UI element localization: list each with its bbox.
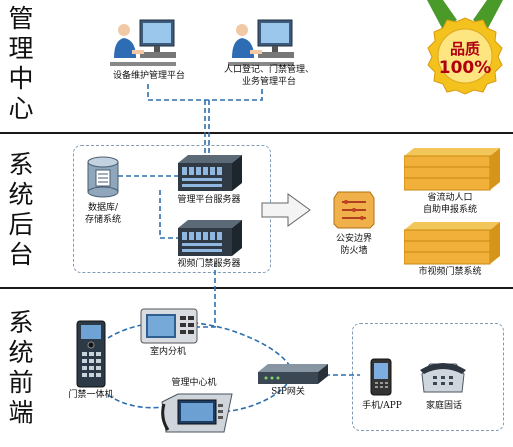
center-unit-label: 管理中心机: [171, 378, 217, 388]
sip-gateway-icon: [258, 364, 328, 390]
video-server-label: 视频门禁服务器: [177, 259, 241, 269]
management-server-label: 管理平台服务器: [177, 195, 241, 205]
divider-bottom: [0, 287, 513, 289]
population-platform-label-line1: 人口登记、门禁管理、: [223, 65, 314, 75]
province-system-server-icon: [403, 148, 500, 196]
firewall-label-line2: 防火墙: [340, 246, 368, 256]
badge-line2: 100%: [438, 58, 492, 78]
indoor-unit-icon: [140, 308, 198, 348]
band-label-system-frontend: 系 统 前 端: [8, 308, 34, 427]
video-server-icon: [178, 220, 242, 262]
badge-line1: 品质: [449, 40, 480, 58]
external-terminals-box: [352, 323, 504, 431]
mobile-app-label: 手机/APP: [362, 401, 402, 411]
firewall-icon: [332, 190, 376, 234]
indoor-unit-label: 室内分机: [149, 347, 186, 357]
band-label-system-backend: 系 统 后 台: [8, 150, 34, 269]
management-server-icon: [178, 155, 242, 197]
city-video-system-label: 市视频门禁系统: [418, 267, 482, 277]
city-video-system-server-icon: [403, 222, 500, 270]
province-system-label-line2: 自助申报系统: [422, 205, 477, 215]
database-label-line2: 存储系统: [84, 215, 121, 225]
door-station-label: 门禁一体机: [68, 390, 114, 400]
door-station-icon: [76, 320, 106, 392]
population-platform-label-line2: 业务管理平台: [241, 77, 296, 87]
sip-gateway-label: SIP网关: [271, 387, 305, 397]
province-system-label-line1: 省流动人口: [427, 193, 473, 203]
center-unit-icon: [158, 392, 236, 440]
operator-workstation-icon: [110, 18, 180, 78]
quality-badge: 品质 100%: [417, 0, 513, 96]
firewall-label-line1: 公安边界: [335, 234, 372, 244]
business-workstation-icon: [228, 18, 298, 78]
mobile-phone-icon: [370, 358, 392, 400]
divider-top: [0, 132, 513, 134]
device-platform-label: 设备维护管理平台: [112, 71, 185, 81]
database-label-line1: 数据库/: [87, 203, 119, 213]
band-label-management-center: 管 理 中 心: [8, 4, 34, 123]
database-icon: [86, 156, 120, 202]
home-phone-icon: [418, 360, 468, 398]
medal-icon: [427, 0, 503, 95]
home-phone-label: 家庭固话: [425, 401, 462, 411]
arrow-to-firewall: [261, 193, 311, 227]
